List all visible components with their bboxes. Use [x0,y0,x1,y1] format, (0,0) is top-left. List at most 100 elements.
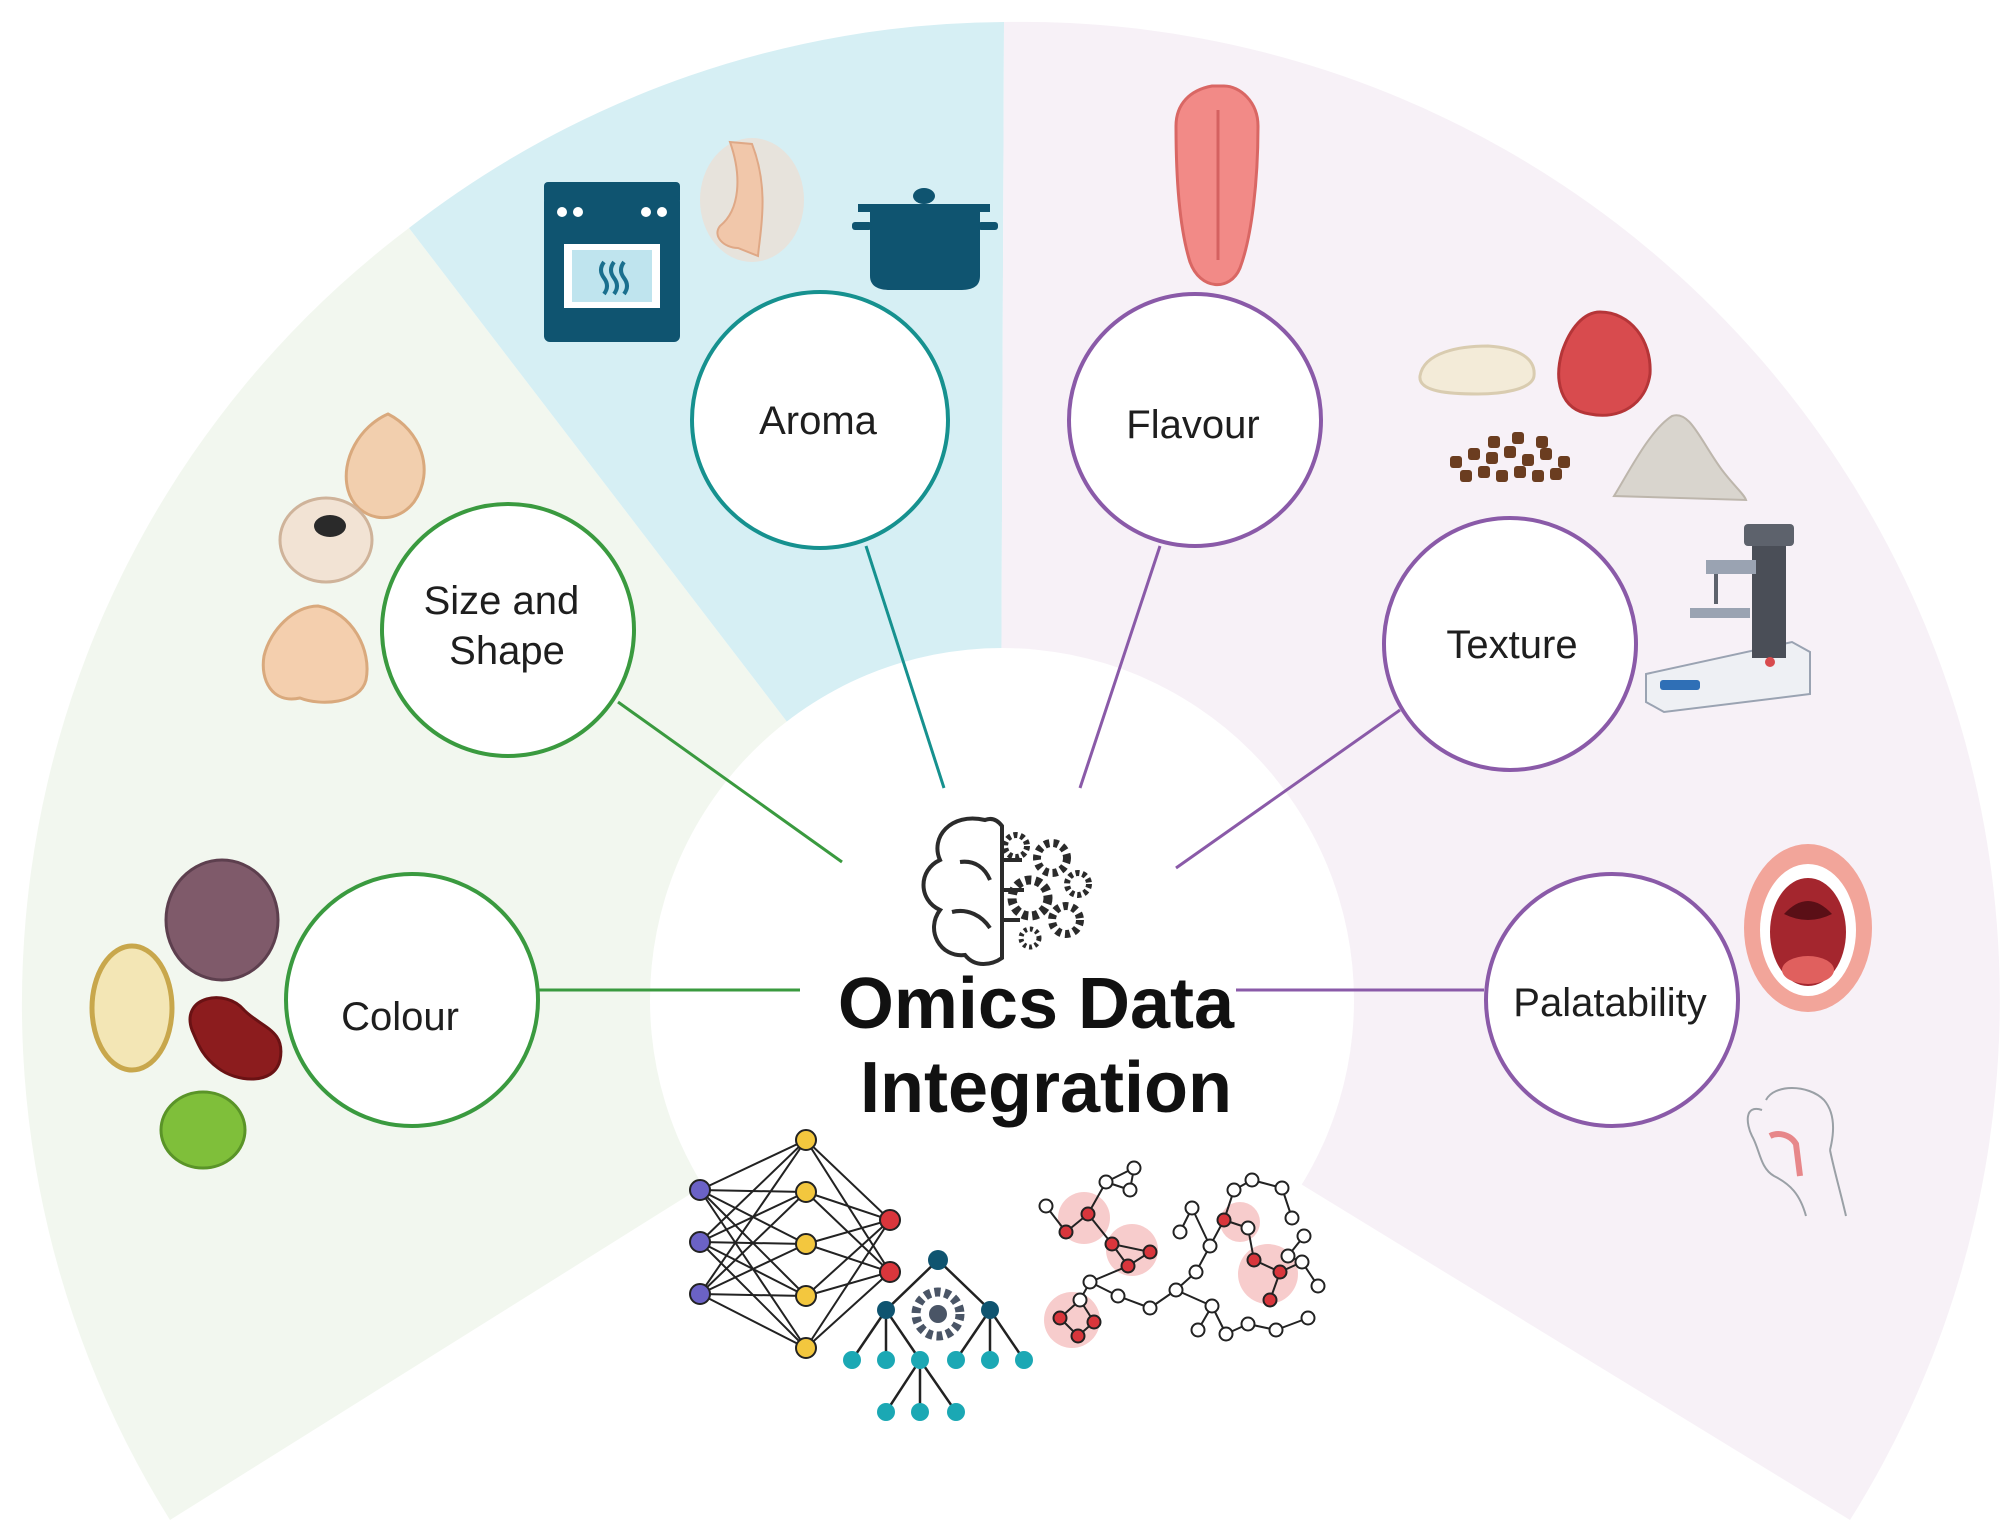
decision-tree-icon [843,1250,1033,1421]
nn-edge [699,1139,807,1191]
mol-node [1072,1292,1088,1308]
nn-input-node [689,1231,711,1253]
tree-leaf-node [1015,1351,1033,1369]
center-title: Omics Data Integration [838,964,1254,1128]
mol-node [1272,1264,1288,1280]
black-eyed-pea-icon [278,496,374,584]
node-texture: Texture [1382,516,1638,772]
colour-icons [89,858,283,1170]
nn-hidden-node [795,1285,817,1307]
connector-lines [538,545,1484,992]
flavour-icons [1174,84,1260,286]
head-profile-icon [1746,1087,1847,1217]
tree-edge [885,1259,939,1311]
mol-node [1070,1328,1086,1344]
nn-edge [699,1191,807,1295]
texture-icons [1418,310,1811,714]
tree-edge [850,1309,888,1361]
nn-hidden-node [795,1181,817,1203]
tree-root-node [928,1250,948,1270]
tree-leaf-node [877,1351,895,1369]
center-title-line2: Integration [860,1048,1232,1128]
nn-edge [699,1139,807,1243]
center-circle [650,648,1354,1352]
nn-edge [805,1219,891,1297]
mol-node [1218,1326,1234,1342]
nn-input-node [689,1283,711,1305]
white-bean-icon [89,943,175,1073]
nn-edge [699,1293,807,1349]
mol-node [1142,1300,1158,1316]
mol-node [1202,1238,1218,1254]
mol-node [1310,1278,1326,1294]
mol-node [1110,1288,1126,1304]
connector-flavour [1078,545,1162,789]
mol-node [1246,1252,1262,1268]
mol-node [1294,1254,1310,1270]
nn-edge [699,1293,807,1297]
purple-seed-icon [164,858,280,982]
node-label-size-line1: Size and [424,579,580,623]
cluster-halo [1044,1292,1100,1348]
node-label-palatability: Palatability [1513,981,1706,1025]
connector-aroma [864,545,946,789]
mol-node [1190,1322,1206,1338]
nn-hidden-node [795,1337,817,1359]
svg-text:Texture: Texture [1446,623,1577,667]
tree-leaf-node [947,1351,965,1369]
node-aroma: Aroma [690,290,950,550]
size-shape-icons [261,412,426,704]
mol-node [1240,1316,1256,1332]
tree-branch-node [877,1301,895,1319]
nn-edge [805,1219,891,1349]
mol-node [1082,1274,1098,1290]
node-flavour: Flavour [1067,292,1323,548]
chickpea-large-icon [261,604,369,704]
granules-icon [1450,432,1570,482]
svg-text:Flavour: Flavour [1126,403,1259,447]
tree-leaf-node [911,1403,929,1421]
tree-edge [918,1359,958,1413]
powder-icon [1612,414,1748,502]
nose-icon [700,138,804,262]
mol-node [1268,1322,1284,1338]
mol-node [1188,1264,1204,1280]
node-size-and-shape: Size and Shape [380,502,636,758]
green-sector [21,228,1001,1520]
tree-leaf-node [843,1351,861,1369]
center-title-line1: Omics Data [838,964,1235,1044]
nn-input-node [689,1179,711,1201]
tree-branch-node [981,1301,999,1319]
texture-analyser-icon [1645,524,1811,714]
node-label-size-line2: Shape [449,629,565,673]
tree-edge [954,1309,992,1361]
mol-node [1172,1224,1188,1240]
svg-text:Aroma: Aroma [759,399,878,443]
tree-edge [884,1359,922,1413]
mol-node [1038,1198,1054,1214]
node-label-texture: Texture [1446,623,1577,667]
tree-edge [988,1309,1026,1361]
mol-node [1244,1172,1260,1188]
chickpea-icon [344,412,426,520]
nn-hidden-node [795,1129,817,1151]
node-colour: Colour [284,872,540,1128]
aroma-icons [544,138,998,342]
mol-node [1122,1182,1138,1198]
mol-node [1168,1282,1184,1298]
nn-edge [805,1219,891,1245]
tree-leaf-node [911,1351,929,1369]
nn-edge [805,1139,891,1221]
molecular-network-icon [1038,1160,1326,1348]
svg-text:Palatability: Palatability [1513,981,1706,1025]
kidney-bean-icon [188,996,283,1081]
nn-output-node [879,1209,901,1231]
svg-text:Colour: Colour [341,995,459,1039]
connector-texture [1175,708,1401,870]
node-label-colour: Colour [341,995,459,1039]
dough-icon [1557,310,1652,417]
nn-hidden-node [795,1233,817,1255]
tree-edge [884,1309,922,1361]
